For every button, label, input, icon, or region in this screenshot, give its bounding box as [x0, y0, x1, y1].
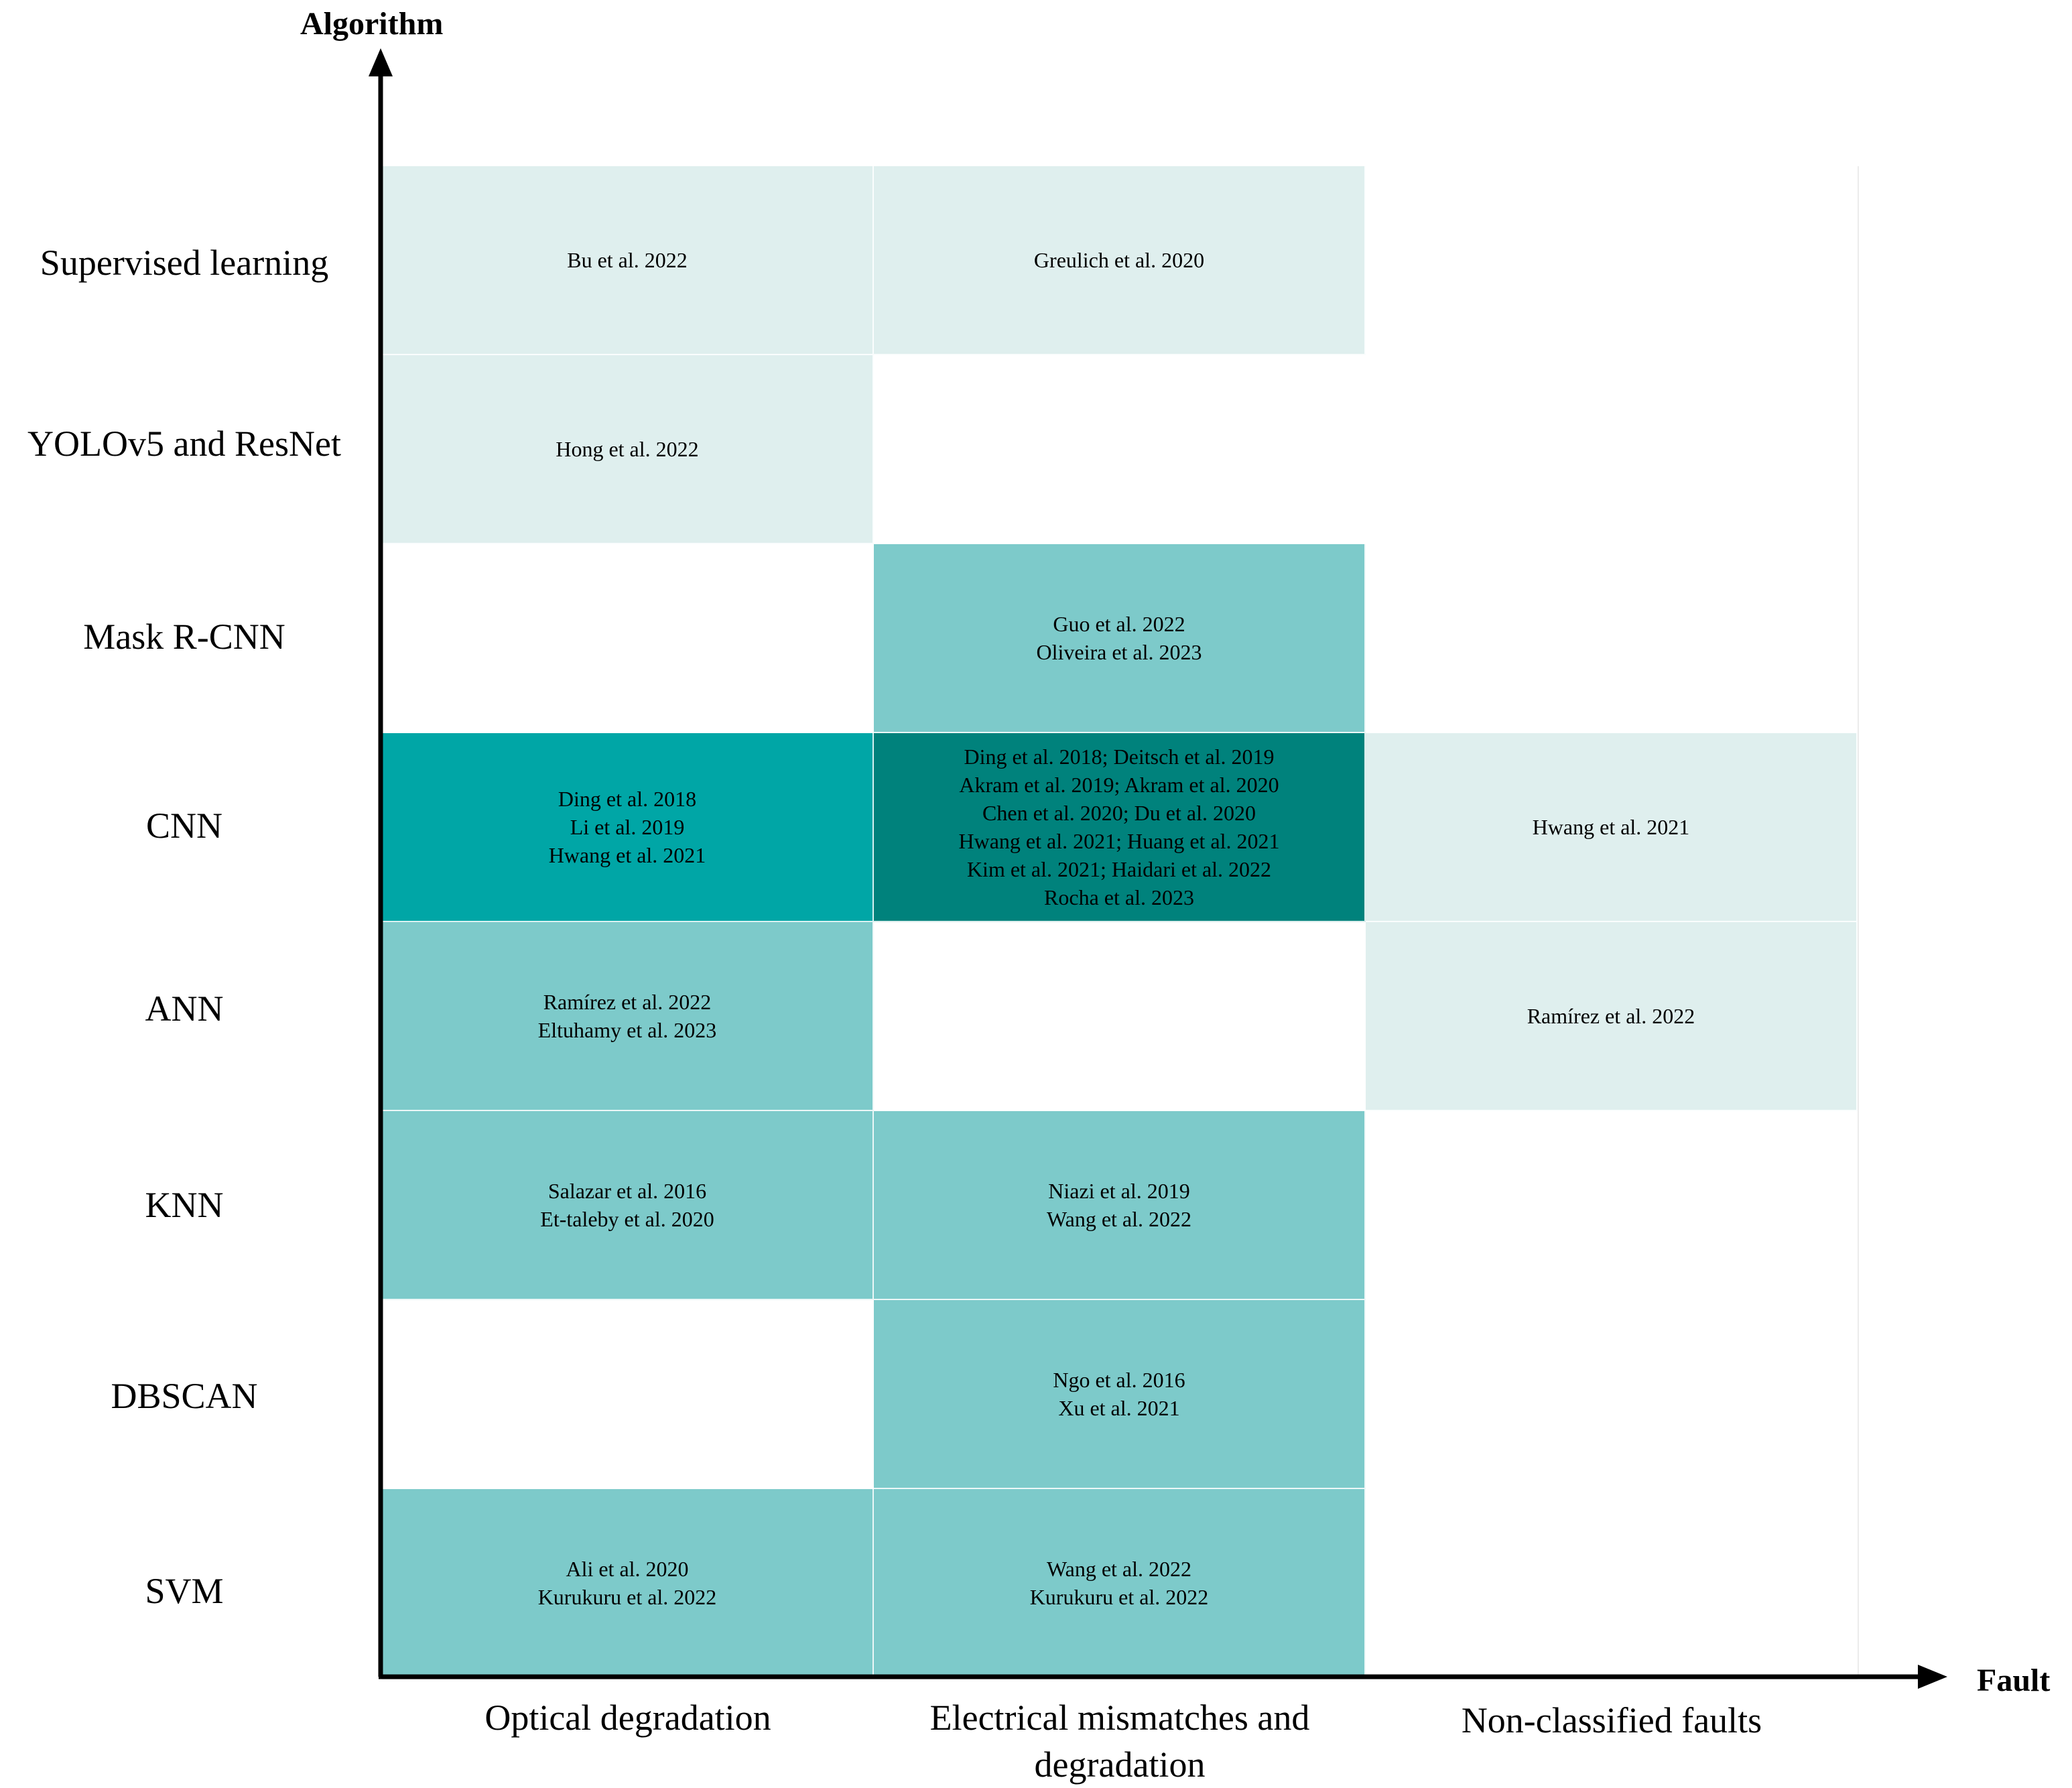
reference-text: Greulich et al. 2020 — [1033, 248, 1205, 272]
reference-text: Xu et al. 2021 — [1058, 1396, 1180, 1420]
matrix-cell — [1366, 1300, 1858, 1489]
row-label: ANN — [145, 988, 224, 1029]
column-label: Non-classified faults — [1461, 1700, 1762, 1740]
reference-text: Hwang et al. 2021; Huang et al. 2021 — [958, 829, 1280, 853]
reference-text: Kurukuru et al. 2022 — [1029, 1585, 1209, 1609]
row-label: SVM — [145, 1571, 224, 1611]
reference-text: Ding et al. 2018; Deitsch et al. 2019 — [964, 745, 1275, 769]
matrix-cell — [382, 544, 874, 733]
reference-text: Akram et al. 2019; Akram et al. 2020 — [959, 773, 1279, 797]
reference-text: Guo et al. 2022 — [1053, 612, 1185, 636]
reference-text: Eltuhamy et al. 2023 — [537, 1018, 717, 1042]
matrix-cell — [1366, 544, 1858, 733]
x-axis-arrowhead — [1918, 1665, 1947, 1689]
matrix-cell: Hwang et al. 2021 — [1366, 733, 1858, 922]
matrix-cell — [1366, 355, 1858, 544]
matrix-cell: Ramírez et al. 2022 — [1366, 922, 1858, 1111]
reference-text: Niazi et al. 2019 — [1048, 1179, 1190, 1203]
reference-text: Kurukuru et al. 2022 — [537, 1585, 717, 1609]
reference-text: Ramírez et al. 2022 — [1527, 1004, 1695, 1028]
row-label: DBSCAN — [111, 1376, 258, 1416]
reference-text: Wang et al. 2022 — [1046, 1207, 1192, 1231]
matrix-cell — [1366, 1489, 1858, 1678]
matrix-cell — [874, 922, 1366, 1111]
matrix-cell — [1366, 166, 1858, 355]
matrix-cell: Bu et al. 2022 — [382, 166, 874, 355]
matrix-cell: Ngo et al. 2016 Xu et al. 2021 — [874, 1300, 1366, 1489]
reference-text: Ali et al. 2020 — [566, 1557, 689, 1581]
matrix-cell — [874, 355, 1366, 544]
reference-text: Wang et al. 2022 — [1046, 1557, 1192, 1581]
matrix-cell — [382, 1300, 874, 1489]
column-label: Electrical mismatches and degradation — [929, 1698, 1310, 1785]
reference-text: Bu et al. 2022 — [567, 248, 688, 272]
reference-text: Hwang et al. 2021 — [1532, 815, 1690, 839]
matrix-cell: Hong et al. 2022 — [382, 355, 874, 544]
reference-text: Et-taleby et al. 2020 — [540, 1207, 714, 1231]
grid-line-vertical — [1858, 166, 1859, 1678]
row-label: CNN — [145, 806, 222, 846]
y-axis-arrowhead — [369, 48, 393, 76]
matrix-cell: Greulich et al. 2020 — [874, 166, 1366, 355]
row-label: YOLOv5 and ResNet — [27, 424, 341, 464]
y-axis-title: Algorithm — [300, 6, 444, 42]
reference-text: Kim et al. 2021; Haidari et al. 2022 — [966, 857, 1272, 881]
reference-text: Salazar et al. 2016 — [547, 1179, 707, 1203]
reference-text: Chen et al. 2020; Du et al. 2020 — [982, 801, 1256, 825]
matrix-cell — [1366, 1111, 1858, 1300]
column-label: Optical degradation — [484, 1698, 771, 1738]
reference-text: Oliveira et al. 2023 — [1036, 640, 1202, 664]
reference-text: Ramírez et al. 2022 — [543, 990, 712, 1014]
row-label: Supervised learning — [40, 243, 329, 283]
reference-text: Ngo et al. 2016 — [1053, 1368, 1185, 1392]
reference-text: Hong et al. 2022 — [556, 437, 699, 461]
row-label: Mask R-CNN — [83, 617, 285, 657]
x-axis-title: Fault — [1977, 1663, 2051, 1698]
reference-text: Li et al. 2019 — [570, 815, 685, 839]
row-label: KNN — [145, 1185, 224, 1225]
reference-text: Rocha et al. 2023 — [1044, 885, 1194, 909]
reference-text: Hwang et al. 2021 — [548, 843, 706, 867]
reference-text: Ding et al. 2018 — [558, 787, 697, 811]
